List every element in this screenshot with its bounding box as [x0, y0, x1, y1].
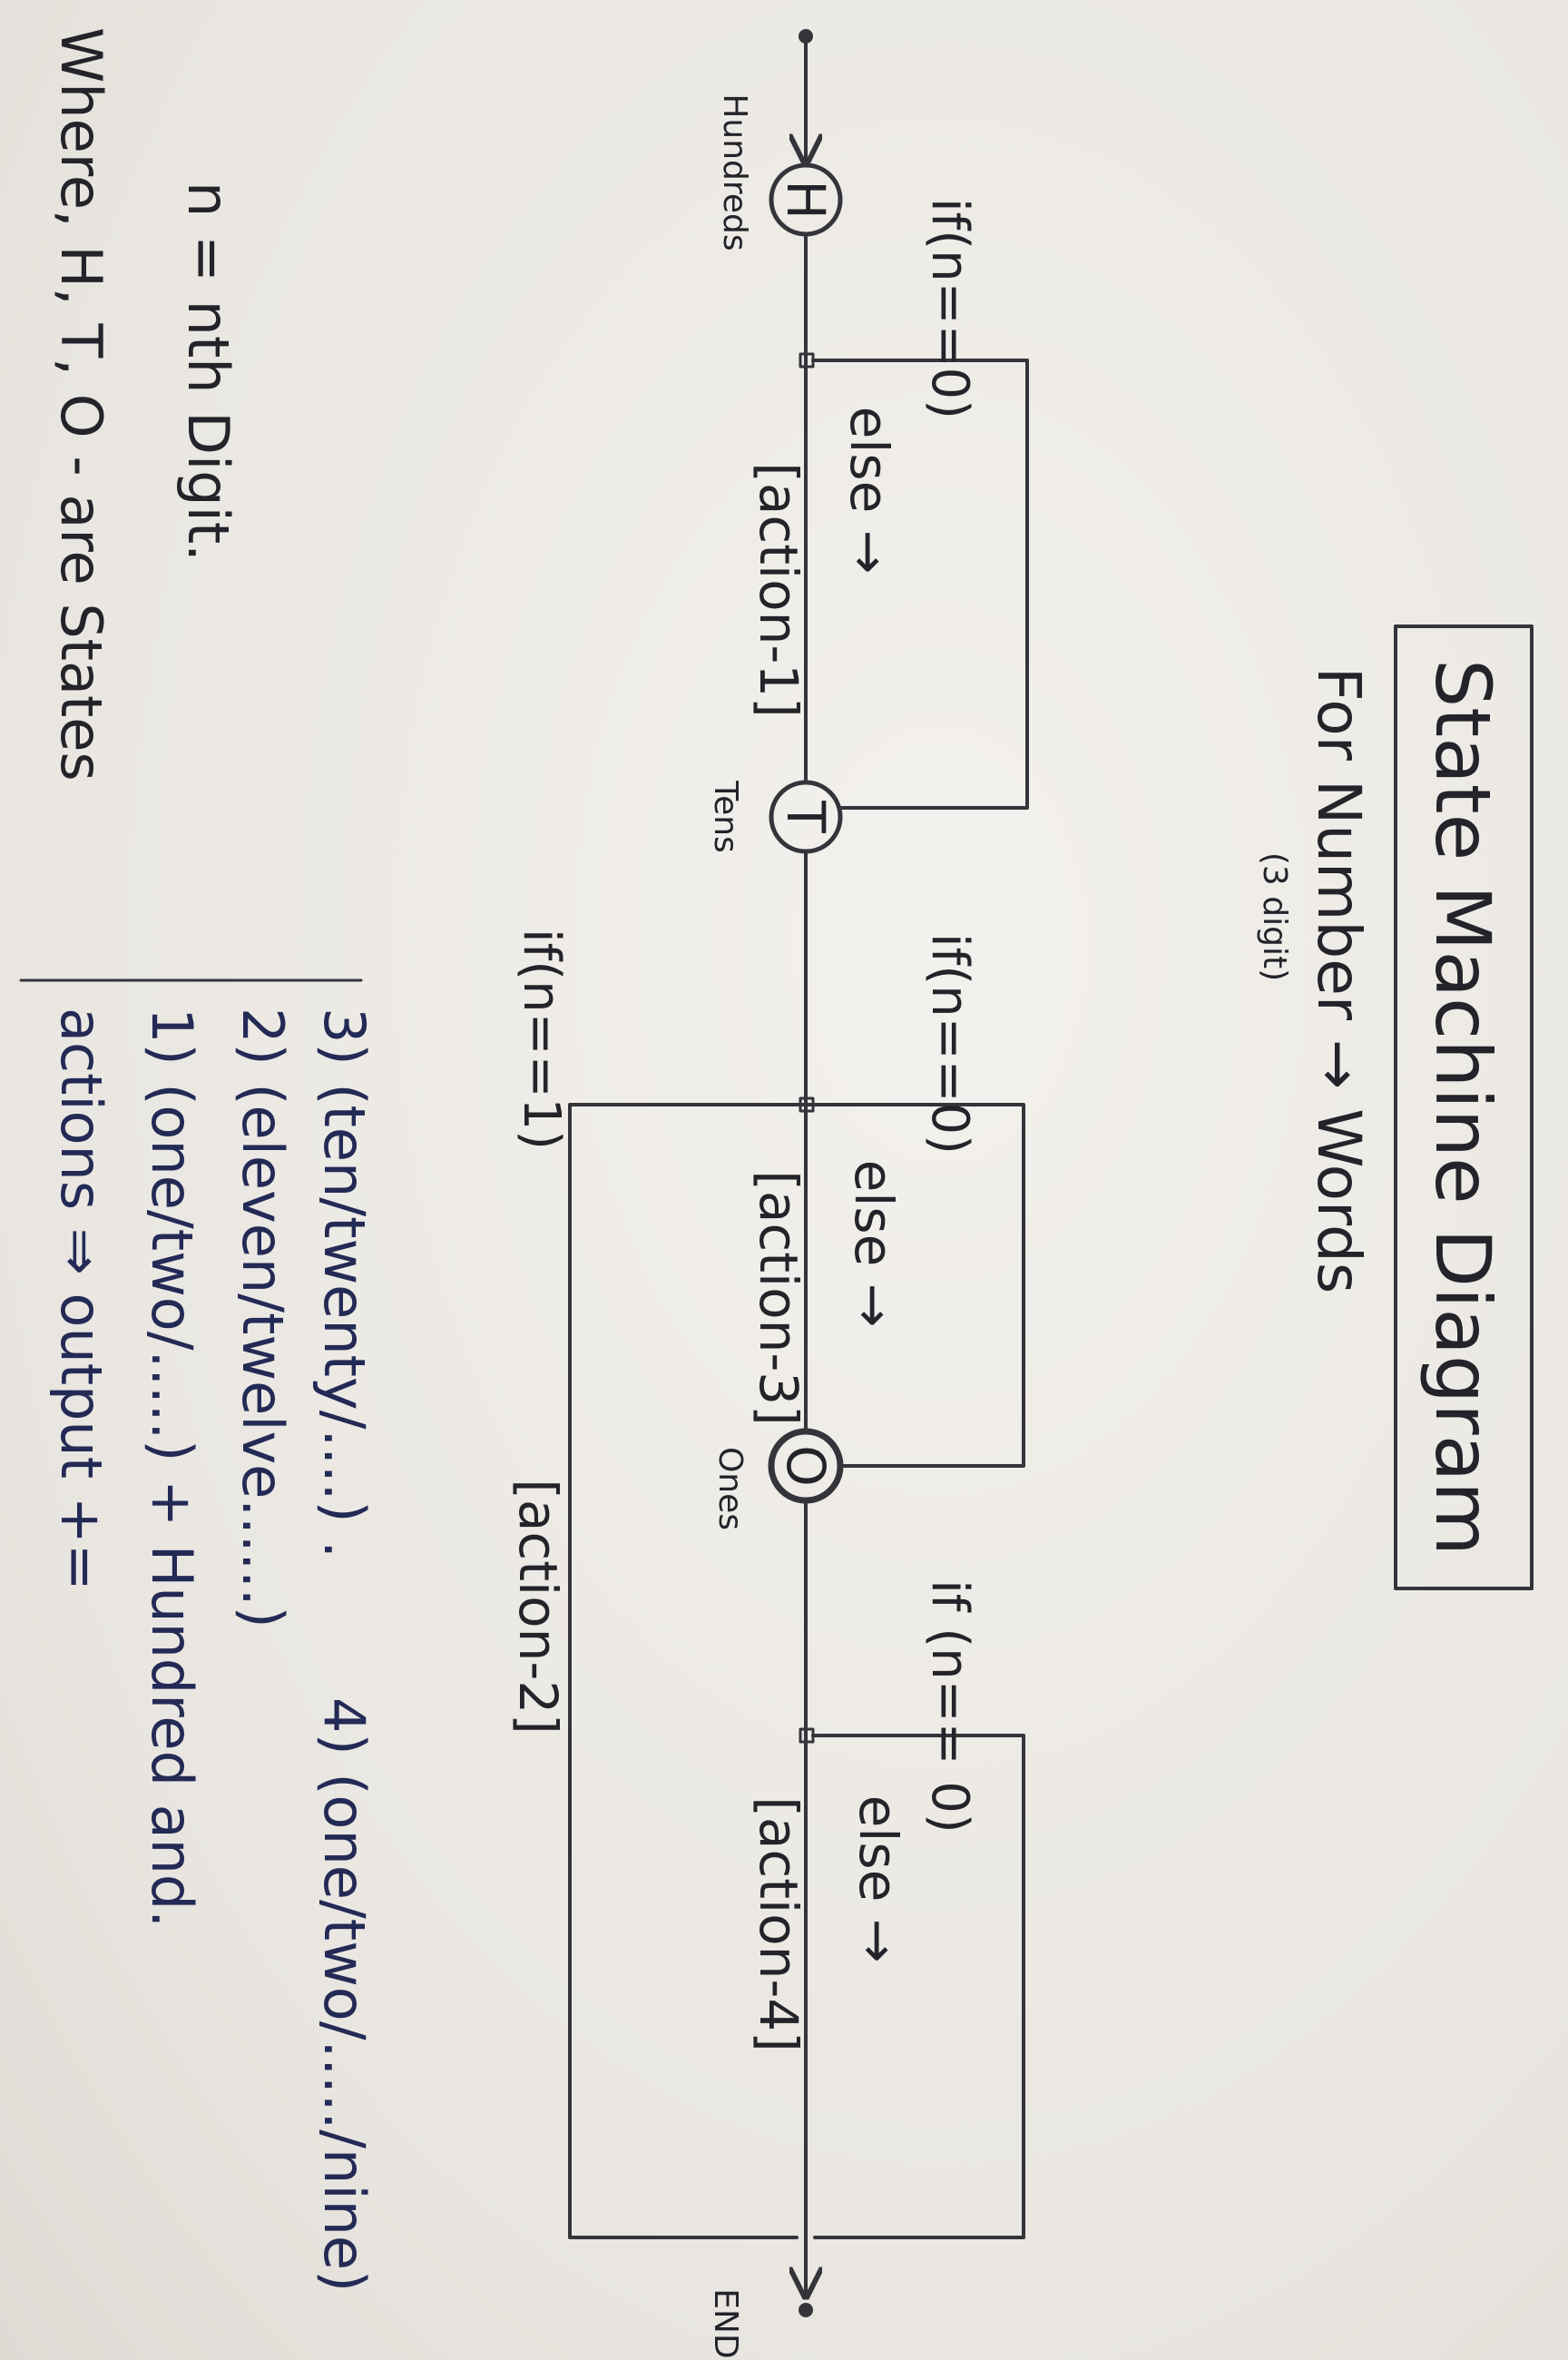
hundreds-transitions: if(n==0) else → [action-1] [748, 198, 1029, 810]
t-else-label: else → [843, 1160, 905, 1328]
ones-transitions: if (n== 0) else → [action-4] [748, 1579, 1025, 2239]
state-t-symbol: T [775, 800, 837, 833]
o-else-label: else → [848, 1795, 909, 1963]
state-ones: O Ones [711, 1428, 844, 1530]
state-tens: T Tens [707, 780, 843, 854]
legend-action-item: 4) (one/two/...../nine) [311, 1697, 377, 2292]
state-h-symbol: H [775, 180, 837, 220]
legend-n-line: n = nth Digit. [175, 182, 241, 562]
main-flow-line [799, 29, 813, 2317]
legend-action-item: 3) (ten/twenty/....) . [311, 1008, 377, 1559]
state-h-caption: Hundreds [716, 93, 753, 251]
action-2-label: [action-2] [507, 1479, 569, 1735]
o-if-label: if (n== 0) [920, 1579, 979, 1834]
state-t-caption: Tens [707, 780, 744, 853]
action-3-label: [action-3] [748, 1170, 809, 1426]
subtitle-note: (3 digit) [1256, 852, 1293, 981]
legend: Where, H, T, O - are States n = nth Digi… [19, 27, 377, 2292]
action-1-label: [action-1] [748, 462, 809, 718]
legend-where-line: Where, H, T, O - are States [48, 27, 114, 782]
h-if-label: if(n==0) [920, 198, 979, 419]
title-box: State Machine Diagram [1394, 624, 1534, 1590]
action-4-label: [action-4] [748, 1796, 809, 2052]
legend-action-item: 1) (one/two/.....) + Hundred and. [139, 1008, 205, 1928]
state-hundreds: H Hundreds [716, 93, 843, 251]
legend-actions-header: actions ⇒ output += [48, 1008, 114, 1591]
state-o-symbol: O [775, 1445, 837, 1487]
end-caption: END [707, 2288, 744, 2358]
tens-transitions: if(n==0) if(n==1) else → [action-3] [act… [507, 929, 1025, 2239]
t-if0-label: if(n==0) [920, 933, 979, 1155]
h-else-label: else → [838, 407, 900, 575]
diagram-title: State Machine Diagram [1418, 659, 1507, 1556]
legend-action-item: 2) (eleven/twelve......) [230, 1008, 296, 1628]
diagram-subtitle: For Number → Words [1304, 667, 1374, 1294]
state-o-caption: Ones [711, 1447, 749, 1530]
t-if1-label: if(n==1) [512, 929, 571, 1150]
